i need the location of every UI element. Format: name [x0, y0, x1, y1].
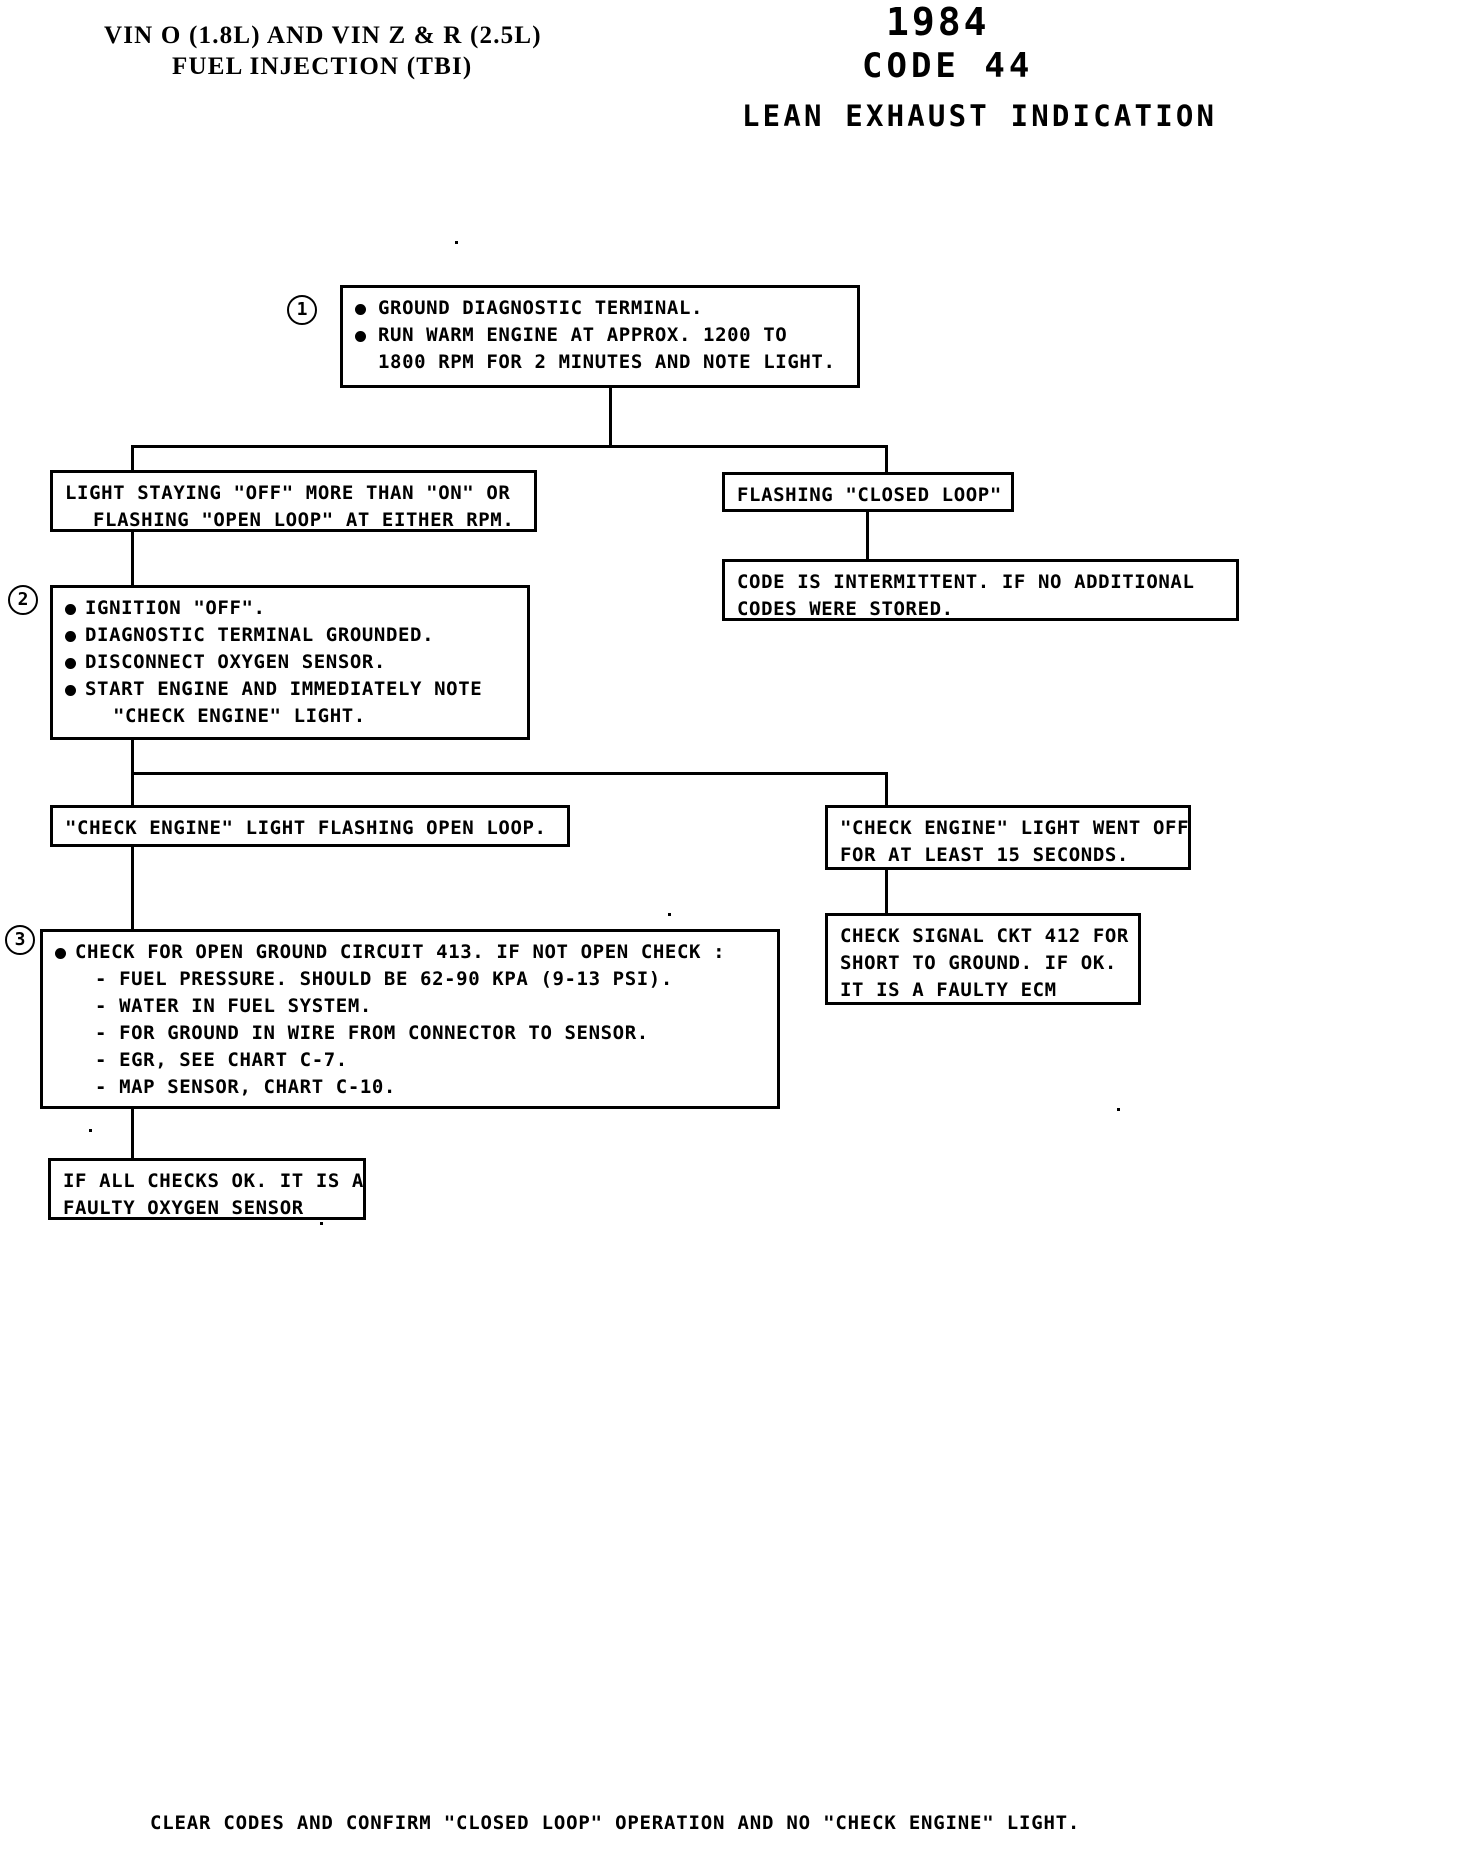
step3-bullet-1: CHECK FOR OPEN GROUND CIRCUIT 413. IF NO…: [75, 941, 726, 963]
step1-bullet-1: GROUND DIAGNOSTIC TERMINAL.: [378, 297, 704, 319]
branch-left-2-line-1: "CHECK ENGINE" LIGHT FLASHING OPEN LOOP.: [65, 817, 547, 839]
step1-bullet-2-line-1: RUN WARM ENGINE AT APPROX. 1200 TO: [378, 324, 788, 346]
branch-left-1-line-1: LIGHT STAYING "OFF" MORE THAN "ON" OR: [65, 482, 511, 504]
connector-to-left-branch-2: [131, 772, 134, 806]
step1-bullet-2-line-2: 1800 RPM FOR 2 MINUTES AND NOTE LIGHT.: [378, 351, 836, 373]
final-line-1: IF ALL CHECKS OK. IT IS A: [63, 1170, 364, 1192]
bullet-dot-icon: [355, 331, 366, 342]
box-check-engine-went-off: "CHECK ENGINE" LIGHT WENT OFF FOR AT LEA…: [825, 805, 1191, 870]
connector-left-to-step2: [131, 532, 134, 590]
branch-right-2-line-1: "CHECK ENGINE" LIGHT WENT OFF: [840, 817, 1190, 839]
scan-speck: [1117, 1108, 1120, 1111]
scan-speck: [89, 1129, 92, 1132]
bullet-item: CHECK FOR OPEN GROUND CIRCUIT 413. IF NO…: [55, 939, 767, 966]
box-light-staying-off: LIGHT STAYING "OFF" MORE THAN "ON" OR FL…: [50, 470, 537, 532]
vin-application-line-2: FUEL INJECTION (TBI): [172, 53, 473, 80]
box-faulty-oxygen-sensor: IF ALL CHECKS OK. IT IS A FAULTY OXYGEN …: [48, 1158, 366, 1220]
bullet-item: RUN WARM ENGINE AT APPROX. 1200 TO 1800 …: [355, 322, 847, 376]
bullet-dot-icon: [355, 304, 366, 315]
box-check-signal-ckt-412: CHECK SIGNAL CKT 412 FOR SHORT TO GROUND…: [825, 913, 1141, 1005]
step3-sub-5: - MAP SENSOR, CHART C-10.: [95, 1076, 396, 1098]
bullet-item: DISCONNECT OXYGEN SENSOR.: [65, 649, 517, 676]
connector-to-left-branch: [131, 445, 134, 477]
connector-step3-to-final: [131, 1109, 134, 1159]
connector-to-right-branch-2: [885, 772, 888, 806]
bullet-dot-icon: [65, 604, 76, 615]
box-step-2: IGNITION "OFF". DIAGNOSTIC TERMINAL GROU…: [50, 585, 530, 740]
scan-speck: [455, 241, 458, 244]
branch-right-2-line-2: FOR AT LEAST 15 SECONDS.: [840, 844, 1129, 866]
signal-check-line-1: CHECK SIGNAL CKT 412 FOR: [840, 925, 1129, 947]
step2-bullet-1: IGNITION "OFF".: [85, 597, 266, 619]
step3-sub-2: - WATER IN FUEL SYSTEM.: [95, 995, 372, 1017]
trouble-code-number: CODE 44: [862, 46, 1034, 86]
step2-bullet-3: DISCONNECT OXYGEN SENSOR.: [85, 651, 386, 673]
footer-note: CLEAR CODES AND CONFIRM "CLOSED LOOP" OP…: [150, 1812, 1081, 1834]
model-year: 1984: [886, 0, 990, 44]
bullet-dot-icon: [65, 685, 76, 696]
step3-sub-1: - FUEL PRESSURE. SHOULD BE 62-90 KPA (9-…: [95, 968, 673, 990]
connector-step1-down: [609, 388, 612, 445]
bullet-item: DIAGNOSTIC TERMINAL GROUNDED.: [65, 622, 517, 649]
step3-sub-3: - FOR GROUND IN WIRE FROM CONNECTOR TO S…: [95, 1022, 649, 1044]
bullet-item: IGNITION "OFF".: [65, 595, 517, 622]
bullet-dot-icon: [55, 948, 66, 959]
signal-check-line-3: IT IS A FAULTY ECM: [840, 979, 1057, 1001]
box-check-engine-flashing: "CHECK ENGINE" LIGHT FLASHING OPEN LOOP.: [50, 805, 570, 847]
connector-left-to-step3: [131, 847, 134, 932]
step3-sub-4: - EGR, SEE CHART C-7.: [95, 1049, 348, 1071]
bullet-dot-icon: [65, 658, 76, 669]
scan-speck: [320, 1222, 323, 1225]
bullet-item: START ENGINE AND IMMEDIATELY NOTE "CHECK…: [65, 676, 517, 730]
step2-bullet-2: DIAGNOSTIC TERMINAL GROUNDED.: [85, 624, 435, 646]
step-marker-2: 2: [8, 585, 38, 615]
box-step-1: GROUND DIAGNOSTIC TERMINAL. RUN WARM ENG…: [340, 285, 860, 388]
bullet-item: GROUND DIAGNOSTIC TERMINAL.: [355, 295, 847, 322]
step2-bullet-4-line-1: START ENGINE AND IMMEDIATELY NOTE: [85, 678, 483, 700]
bullet-dot-icon: [65, 631, 76, 642]
box-step-3: CHECK FOR OPEN GROUND CIRCUIT 413. IF NO…: [40, 929, 780, 1109]
connector-step2-split: [131, 772, 888, 775]
step-marker-3: 3: [5, 925, 35, 955]
connector-to-right-branch: [885, 445, 888, 477]
branch-left-1-line-2: FLASHING "OPEN LOOP" AT EITHER RPM.: [93, 509, 515, 531]
box-flashing-closed-loop: FLASHING "CLOSED LOOP": [722, 472, 1014, 512]
signal-check-line-2: SHORT TO GROUND. IF OK.: [840, 952, 1117, 974]
connector-right-to-signal-check: [885, 870, 888, 914]
connector-step2-down: [131, 740, 134, 772]
vin-application-line-1: VIN O (1.8L) AND VIN Z & R (2.5L): [104, 22, 542, 49]
step-marker-1: 1: [287, 295, 317, 325]
intermittent-line-1: CODE IS INTERMITTENT. IF NO ADDITIONAL: [737, 571, 1195, 593]
connector-right-to-intermittent: [866, 512, 869, 560]
chart-title: LEAN EXHAUST INDICATION: [742, 99, 1218, 133]
intermittent-line-2: CODES WERE STORED.: [737, 598, 954, 620]
branch-right-1-line-1: FLASHING "CLOSED LOOP": [737, 484, 1002, 506]
step2-bullet-4-line-2: "CHECK ENGINE" LIGHT.: [113, 705, 366, 727]
box-code-intermittent: CODE IS INTERMITTENT. IF NO ADDITIONAL C…: [722, 559, 1239, 621]
final-line-2: FAULTY OXYGEN SENSOR: [63, 1197, 304, 1219]
connector-step1-split: [131, 445, 888, 448]
scan-speck: [668, 913, 671, 916]
